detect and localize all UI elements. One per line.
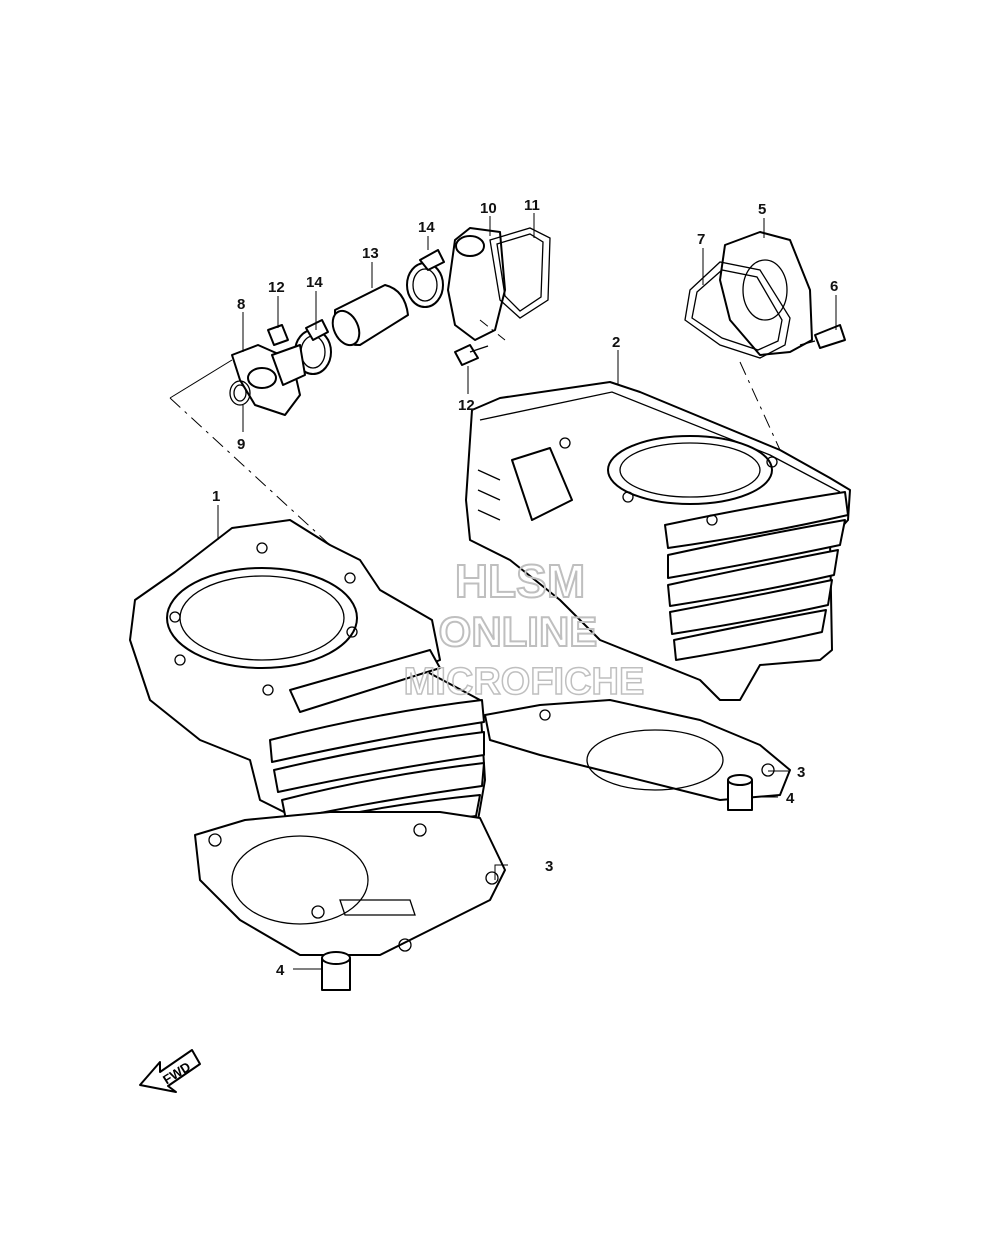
bolt-12-left (267, 324, 289, 346)
callout-9: 9 (237, 436, 245, 453)
o-ring (229, 380, 251, 406)
callout-12-right: 12 (458, 397, 475, 414)
callout-10: 10 (480, 200, 497, 217)
callout-8: 8 (237, 296, 245, 313)
callout-13: 13 (362, 245, 379, 262)
rear-cylinder (465, 381, 851, 701)
callout-3-front: 3 (545, 858, 553, 875)
callouts: 1 2 3 3 4 4 5 6 7 8 9 10 11 12 12 13 14 … (212, 197, 838, 979)
inlet-pipe (231, 344, 306, 416)
watermark-line-2: ONLINE (439, 608, 598, 655)
front-cylinder-gasket (194, 811, 506, 956)
dowel-pin-front (321, 951, 351, 991)
watermark-line-1: HLSM (455, 555, 585, 607)
outlet-gasket (684, 261, 791, 359)
callout-4-rear: 4 (786, 790, 795, 807)
callout-7: 7 (697, 231, 705, 248)
callout-12-left: 12 (268, 279, 285, 296)
water-hose (331, 284, 409, 347)
callout-11: 11 (524, 197, 540, 214)
rear-cylinder-gasket (484, 699, 791, 801)
housing-gasket (489, 227, 551, 319)
dowel-pin-rear (727, 774, 753, 811)
fwd-arrow-icon: FWD (139, 1049, 201, 1093)
callout-2: 2 (612, 334, 620, 351)
callout-14-lower: 14 (306, 274, 323, 291)
watermark-line-3: MICROFICHE (404, 661, 645, 703)
callout-1: 1 (212, 488, 220, 505)
hose-clamp-upper (406, 249, 445, 308)
callout-5: 5 (758, 201, 766, 218)
leader-lines (169, 213, 837, 970)
thermostat-housing (447, 227, 506, 341)
bolt-6 (799, 324, 846, 349)
watermark: HLSM ONLINE MICROFICHE (403, 554, 645, 704)
callout-6: 6 (830, 278, 838, 295)
bolt-12-right (454, 344, 489, 366)
callout-3-rear: 3 (797, 764, 805, 781)
callout-4-front: 4 (276, 962, 285, 979)
callout-14-upper: 14 (418, 219, 435, 236)
